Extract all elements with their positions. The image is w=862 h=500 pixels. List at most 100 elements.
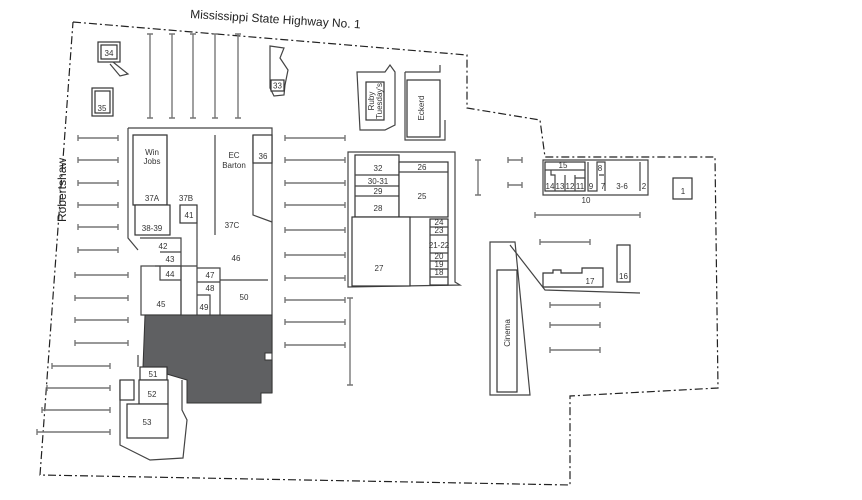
unit-label: 53 <box>143 418 152 427</box>
unit-label: 33 <box>273 82 282 91</box>
unit-36[interactable] <box>252 134 273 164</box>
tenant-label: Jobs <box>144 157 161 166</box>
unit-label: 45 <box>157 300 166 309</box>
parking-row <box>77 135 119 141</box>
unit-33[interactable] <box>270 79 285 92</box>
unit-label: 52 <box>148 390 157 399</box>
parking-row <box>284 252 346 258</box>
tenant-label: Cinema <box>503 319 512 347</box>
unit-38-39[interactable] <box>134 204 171 236</box>
tenant-label: Win <box>145 148 159 157</box>
parking-row <box>507 157 523 163</box>
unit-label: 36 <box>259 152 268 161</box>
unit-label: 15 <box>559 161 568 170</box>
unit-dividers <box>197 267 268 315</box>
parking-row <box>169 33 175 119</box>
unit-label: 20 <box>435 252 444 261</box>
unit-label: 42 <box>159 242 168 251</box>
highway-label: Mississippi State Highway No. 1 <box>190 7 362 31</box>
unit-label: 46 <box>232 254 241 263</box>
parking-row <box>347 297 353 386</box>
tenant-label: EC <box>228 151 239 160</box>
ruby-tuesdays-building[interactable] <box>365 81 385 121</box>
parking-row <box>475 159 481 196</box>
unit-label: 26 <box>418 163 427 172</box>
parking-row <box>77 202 119 208</box>
parking-row <box>77 180 119 186</box>
unit-label: 18 <box>435 268 444 277</box>
parking-row <box>77 247 119 253</box>
unit-label: 10 <box>582 196 591 205</box>
robertshaw-label: Robertshaw <box>55 158 69 222</box>
parking-row <box>507 182 523 188</box>
parking-row <box>284 135 346 141</box>
parking-row <box>549 322 601 328</box>
unit-17[interactable] <box>542 267 604 288</box>
unit-label: 9 <box>589 182 594 191</box>
unit-label: 14 <box>546 182 555 191</box>
unit-label: 51 <box>149 370 158 379</box>
unit-label: 7 <box>601 182 606 191</box>
unit-label: 44 <box>166 270 175 279</box>
parking-row <box>51 363 111 369</box>
main-building-outline <box>127 127 273 393</box>
unit-label: 34 <box>105 49 114 58</box>
eckerd-building[interactable] <box>406 79 441 138</box>
unit-label: 37C <box>225 221 240 230</box>
unit-label: 1 <box>681 187 686 196</box>
unit-label: 35 <box>98 104 107 113</box>
unit-label: 32 <box>374 164 383 173</box>
parking-row <box>74 340 129 346</box>
south-building-outline <box>119 355 188 461</box>
unit-label: 43 <box>166 255 175 264</box>
unit-label: 3-6 <box>616 182 628 191</box>
parking-row <box>74 295 129 301</box>
parking-row <box>46 385 111 391</box>
unit-25[interactable] <box>398 161 449 218</box>
unit-27[interactable] <box>351 216 411 287</box>
cinema-building[interactable] <box>496 269 518 393</box>
unit-label: 38-39 <box>142 224 163 233</box>
parking-row <box>284 157 346 163</box>
parking-row <box>36 429 111 435</box>
unit-label: 21-22 <box>429 241 450 250</box>
unit-16[interactable] <box>616 244 631 283</box>
tenant-label: Ruby <box>367 92 376 111</box>
unit-label: 47 <box>206 271 215 280</box>
parking-row <box>549 347 601 353</box>
cinema-site <box>489 241 531 396</box>
unit-label: 30-31 <box>368 177 389 186</box>
parking-row <box>284 227 346 233</box>
unit-label: 13 <box>556 182 565 191</box>
unit-label: 19 <box>435 260 444 269</box>
unit-label: 28 <box>374 204 383 213</box>
parking-lines <box>36 33 641 435</box>
stairs-icon <box>109 61 130 77</box>
parking-row <box>235 33 241 119</box>
unit-label: 12 <box>566 182 575 191</box>
unit-label: 48 <box>206 284 215 293</box>
tenant-label: Eckerd <box>417 96 426 121</box>
unit-label: 23 <box>435 226 444 235</box>
unit-label: 41 <box>185 211 194 220</box>
anchor-store-vacant[interactable] <box>142 314 273 404</box>
unit-label: 16 <box>619 272 628 281</box>
unit-53[interactable] <box>126 403 169 439</box>
parking-row <box>147 33 153 119</box>
unit-52[interactable] <box>138 379 169 405</box>
unit-label: 29 <box>374 187 383 196</box>
parking-row <box>74 317 129 323</box>
unit-label: 11 <box>576 182 585 191</box>
parking-row <box>284 342 346 348</box>
unit-1[interactable] <box>672 177 693 200</box>
unit-label: 50 <box>240 293 249 302</box>
parking-row <box>284 202 346 208</box>
parking-row <box>190 33 196 119</box>
unit-label: 37B <box>179 194 193 203</box>
unit-41[interactable] <box>179 204 198 224</box>
parking-row <box>77 157 119 163</box>
unit-label: 37A <box>145 194 160 203</box>
unit-dividers <box>140 223 198 315</box>
parking-row <box>284 180 346 186</box>
